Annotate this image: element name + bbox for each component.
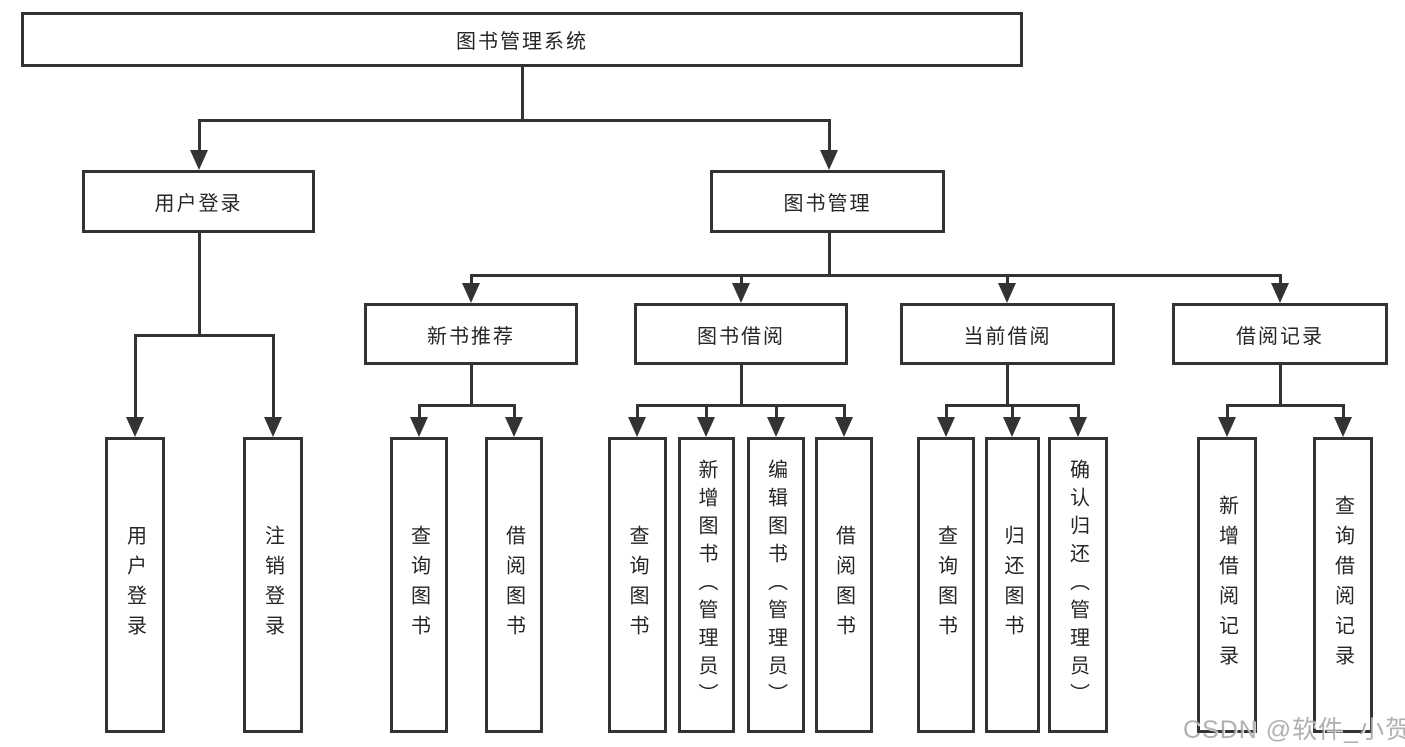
leaf-return-book: 归还图书 — [985, 437, 1040, 733]
arrowhead-down-icon — [732, 283, 750, 303]
connector-drop — [827, 118, 831, 152]
arrowhead-down-icon — [628, 417, 646, 437]
arrowhead-down-icon — [462, 283, 480, 303]
node-user-login: 用户登录 — [82, 170, 315, 233]
leaf-edit-book-admin-label: 编辑图书（管理员） — [764, 459, 787, 711]
connector-drop — [1225, 403, 1229, 420]
connector-recommend-rail — [417, 403, 516, 407]
leaf-query-books-borrow-label: 查询图书 — [626, 525, 648, 645]
arrowhead-down-icon — [835, 417, 853, 437]
arrowhead-down-icon — [264, 417, 282, 437]
connector-records-rail — [1225, 403, 1345, 407]
connector-drop — [1278, 273, 1282, 286]
leaf-user-login-label: 用户登录 — [123, 525, 146, 645]
leaf-query-borrow-record-label: 查询借阅记录 — [1331, 495, 1354, 675]
connector-root-stem — [520, 67, 524, 121]
leaf-add-book-admin: 新增图书（管理员） — [678, 437, 735, 733]
connector-login-rail — [133, 333, 275, 337]
arrowhead-down-icon — [767, 417, 785, 437]
leaf-add-borrow-record: 新增借阅记录 — [1197, 437, 1257, 733]
node-current-borrow-label: 当前借阅 — [963, 325, 1052, 348]
leaf-query-books-current-label: 查询图书 — [934, 525, 957, 645]
leaf-logout: 注销登录 — [243, 437, 303, 733]
leaf-confirm-return-admin: 确认归还（管理员） — [1048, 437, 1108, 733]
connector-login-stem — [197, 232, 201, 336]
arrowhead-down-icon — [190, 150, 208, 170]
connector-root-rail — [197, 118, 831, 122]
connector-recommend-stem — [469, 364, 473, 406]
node-new-book-recommend: 新书推荐 — [364, 303, 578, 365]
leaf-logout-label: 注销登录 — [261, 525, 284, 645]
connector-drop — [1076, 403, 1080, 420]
connector-drop — [704, 403, 708, 420]
connector-borrow-stem — [739, 364, 743, 406]
leaf-query-borrow-record: 查询借阅记录 — [1313, 437, 1373, 733]
arrowhead-down-icon — [1003, 417, 1021, 437]
node-book-management-label: 图书管理 — [783, 193, 872, 215]
arrowhead-down-icon — [1334, 417, 1352, 437]
leaf-query-books-recommend: 查询图书 — [390, 437, 448, 733]
connector-drop — [1005, 273, 1009, 286]
connector-drop — [197, 118, 201, 152]
node-borrow-records: 借阅记录 — [1172, 303, 1388, 365]
arrowhead-down-icon — [1218, 417, 1236, 437]
node-user-login-label: 用户登录 — [154, 193, 243, 215]
node-book-management: 图书管理 — [710, 170, 945, 233]
arrowhead-down-icon — [126, 417, 144, 437]
arrowhead-down-icon — [820, 150, 838, 170]
arrowhead-down-icon — [937, 417, 955, 437]
connector-drop — [469, 273, 473, 286]
connector-borrow-rail — [635, 403, 846, 407]
node-current-borrow: 当前借阅 — [900, 303, 1115, 365]
leaf-add-borrow-record-label: 新增借阅记录 — [1215, 495, 1238, 675]
node-root-system: 图书管理系统 — [21, 12, 1023, 67]
leaf-return-book-label: 归还图书 — [1001, 525, 1023, 645]
node-book-borrow: 图书借阅 — [634, 303, 848, 365]
csdn-watermark: CSDN @软件_小贺同学 — [1183, 716, 1405, 744]
leaf-edit-book-admin: 编辑图书（管理员） — [747, 437, 805, 733]
leaf-query-books-current: 查询图书 — [917, 437, 975, 733]
leaf-add-book-admin-label: 新增图书（管理员） — [695, 459, 717, 711]
node-root-system-label: 图书管理系统 — [456, 31, 588, 53]
connector-drop — [133, 333, 137, 419]
connector-drop — [1010, 403, 1014, 420]
arrowhead-down-icon — [505, 417, 523, 437]
node-borrow-records-label: 借阅记录 — [1236, 325, 1324, 348]
leaf-query-books-recommend-label: 查询图书 — [407, 525, 430, 645]
connector-mgmt-stem — [827, 232, 831, 276]
leaf-confirm-return-admin-label: 确认归还（管理员） — [1066, 459, 1089, 711]
arrowhead-down-icon — [998, 283, 1016, 303]
connector-drop — [739, 273, 743, 286]
leaf-borrow-books: 借阅图书 — [815, 437, 873, 733]
connector-drop — [1341, 403, 1345, 420]
connector-records-stem — [1278, 364, 1282, 406]
connector-drop — [635, 403, 639, 420]
leaf-borrow-books-label: 借阅图书 — [832, 525, 855, 645]
leaf-borrow-books-recommend: 借阅图书 — [485, 437, 543, 733]
arrowhead-down-icon — [1271, 283, 1289, 303]
leaf-user-login: 用户登录 — [105, 437, 165, 733]
arrowhead-down-icon — [410, 417, 428, 437]
leaf-query-books-borrow: 查询图书 — [608, 437, 667, 733]
connector-drop — [774, 403, 778, 420]
connector-drop — [512, 403, 516, 420]
node-book-borrow-label: 图书借阅 — [697, 325, 785, 348]
connector-drop — [842, 403, 846, 420]
connector-drop — [417, 403, 421, 420]
connector-drop — [271, 333, 275, 419]
arrowhead-down-icon — [1069, 417, 1087, 437]
arrowhead-down-icon — [697, 417, 715, 437]
leaf-borrow-books-recommend-label: 借阅图书 — [502, 525, 525, 645]
connector-drop — [944, 403, 948, 420]
node-new-book-recommend-label: 新书推荐 — [427, 325, 515, 348]
connector-current-stem — [1005, 364, 1009, 406]
connector-mgmt-rail — [469, 273, 1281, 277]
